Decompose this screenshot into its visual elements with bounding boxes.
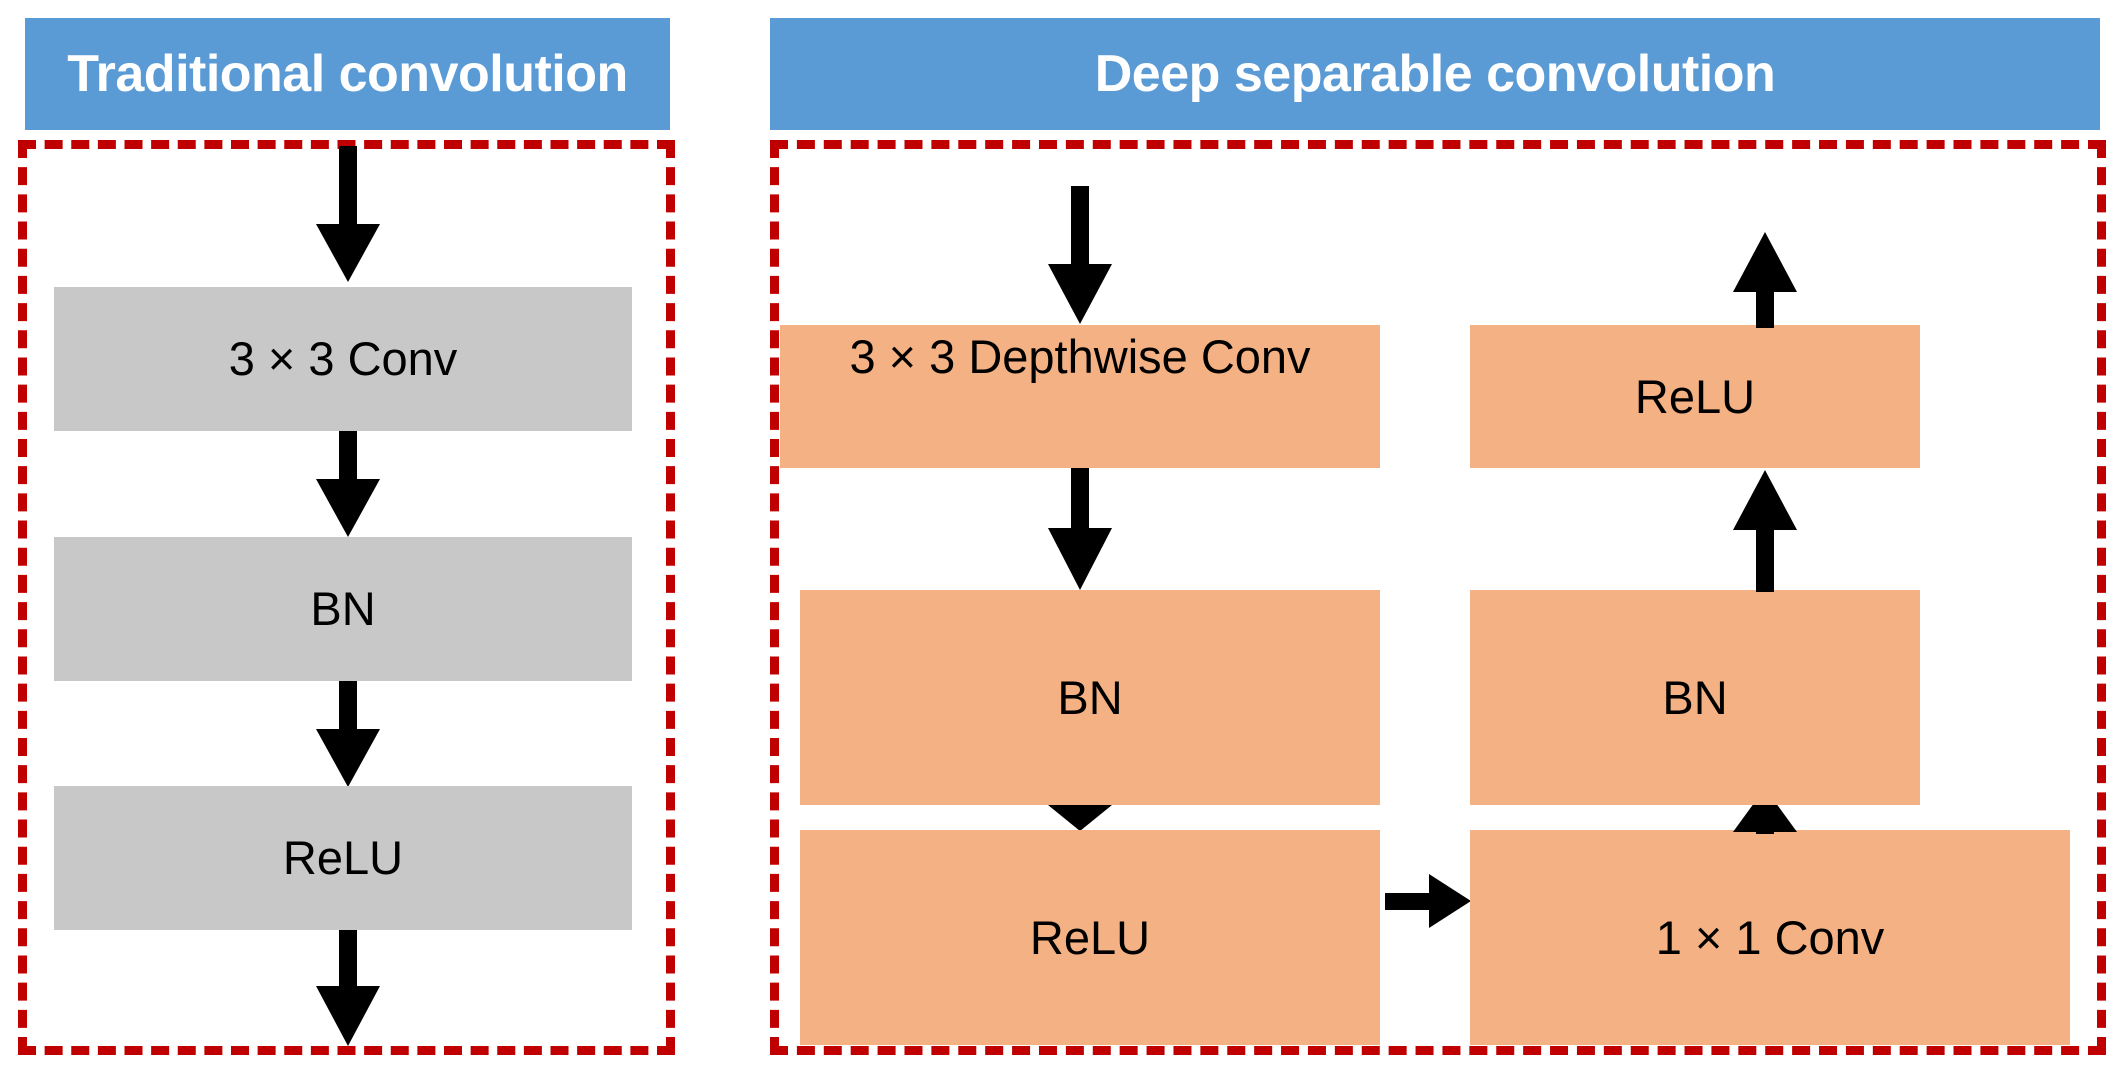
right-input-arrow <box>1040 186 1120 326</box>
block-depthwise-bn: BN <box>800 590 1380 805</box>
block-pointwise-bn: BN <box>1470 590 1920 805</box>
left-input-arrow <box>308 146 388 284</box>
left-output-arrow <box>308 930 388 1048</box>
pointwise-to-bn-arrow <box>1725 786 1805 834</box>
block-depthwise-conv3x3: 3 × 3 Depthwise Conv <box>780 325 1380 468</box>
right-bn-to-relu-arrow <box>1040 805 1120 833</box>
left-bn-to-relu-arrow <box>308 681 388 789</box>
relu-to-pointwise-arrow <box>1385 872 1473 930</box>
block-pointwise-conv1x1: 1 × 1 Conv <box>1470 830 2070 1045</box>
dashed-container-traditional <box>18 140 675 1055</box>
panel-header-deep-separable-convolution: Deep separable convolution <box>770 18 2100 130</box>
block-pointwise-relu: ReLU <box>1470 325 1920 468</box>
dashed-container-deep-separable <box>770 140 2106 1055</box>
pointwise-bn-to-relu-arrow <box>1725 468 1805 592</box>
panel-header-traditional-convolution: Traditional convolution <box>25 18 670 130</box>
right-depthwise-to-bn-arrow <box>1040 468 1120 592</box>
left-conv-to-bn-arrow <box>308 431 388 539</box>
block-traditional-relu: ReLU <box>54 786 632 930</box>
block-depthwise-relu: ReLU <box>800 830 1380 1045</box>
block-traditional-conv3x3: 3 × 3 Conv <box>54 287 632 431</box>
block-traditional-bn: BN <box>54 537 632 681</box>
right-output-arrow <box>1725 230 1805 328</box>
